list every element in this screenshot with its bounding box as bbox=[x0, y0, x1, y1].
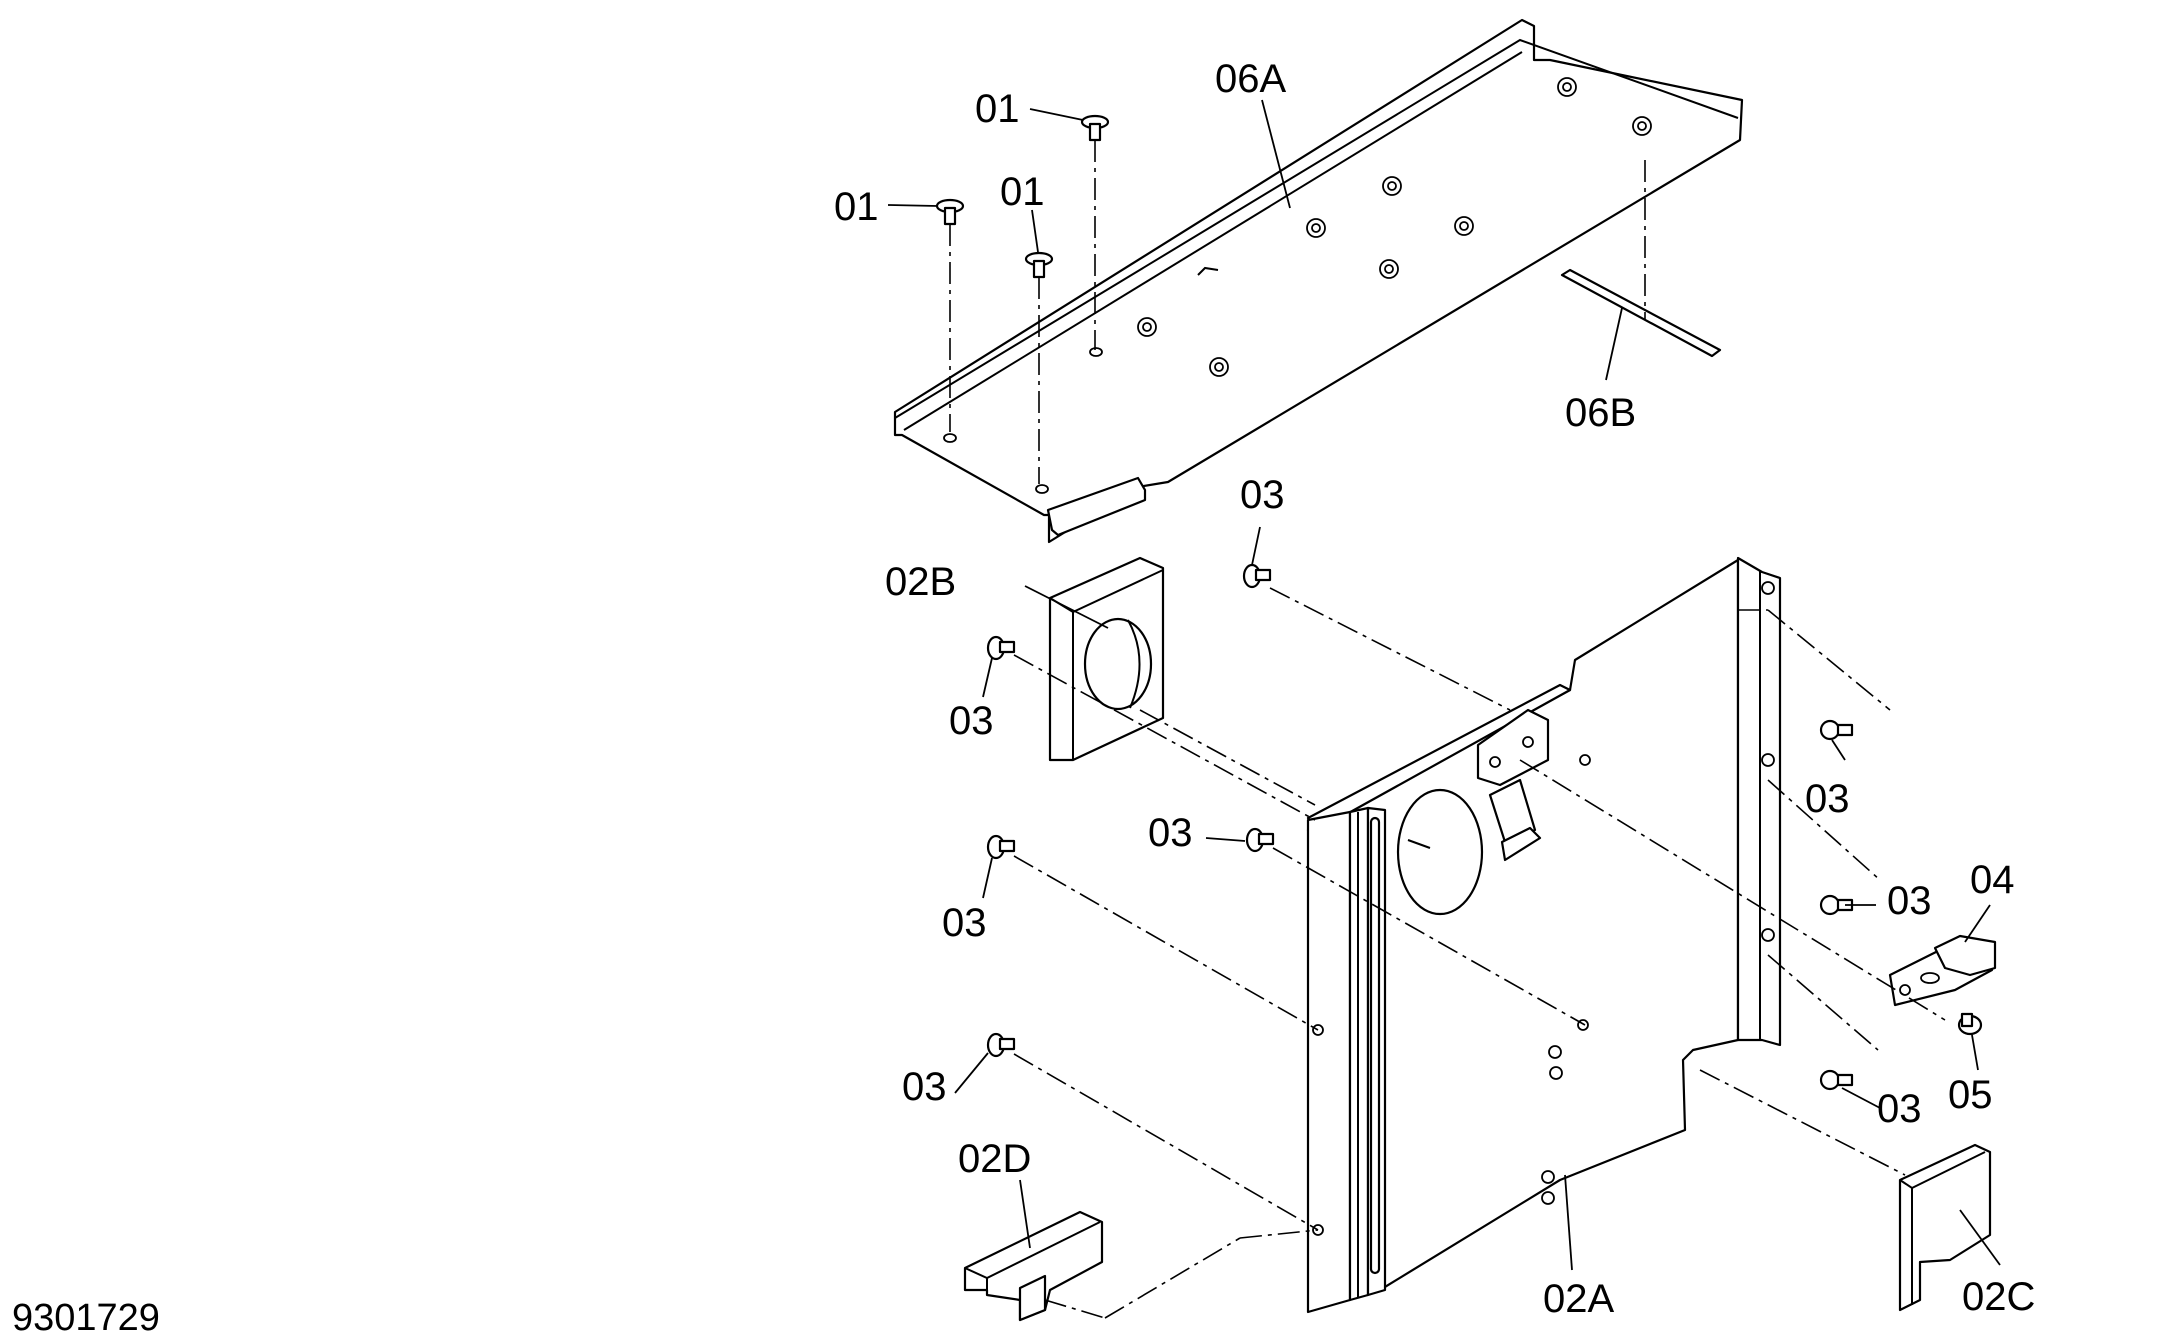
main-panel-02A bbox=[1306, 556, 1782, 1314]
bolt-03-left-a bbox=[986, 635, 1016, 661]
callout-02A: 02A bbox=[1543, 1277, 1614, 1321]
drawing-number: 9301729 bbox=[12, 1297, 160, 1339]
callout-03-right-a: 03 bbox=[1805, 777, 1850, 821]
bolt-03-left-b bbox=[986, 834, 1016, 860]
callout-06A: 06A bbox=[1215, 57, 1286, 101]
bracket-04 bbox=[1888, 934, 1997, 1007]
callout-02D: 02D bbox=[958, 1137, 1031, 1181]
callout-02B: 02B bbox=[885, 560, 956, 604]
bolt-03-right-a bbox=[1819, 719, 1854, 741]
top-cover-plate-06A bbox=[893, 18, 1744, 544]
assembly-lines bbox=[1013, 587, 1946, 1319]
gasket-strip-06B bbox=[1560, 268, 1722, 358]
callout-01-a: 01 bbox=[975, 87, 1020, 131]
bolts-03 bbox=[986, 563, 1854, 1091]
callout-02C: 02C bbox=[1962, 1275, 2035, 1319]
callout-04: 04 bbox=[1970, 858, 2015, 902]
bolt-01-a bbox=[1080, 114, 1110, 350]
screw-05 bbox=[1957, 1012, 1983, 1036]
callout-01-b: 01 bbox=[834, 185, 879, 229]
block-02D bbox=[963, 1210, 1104, 1322]
callout-03-top: 03 bbox=[1240, 473, 1285, 517]
callout-06B: 06B bbox=[1565, 391, 1636, 435]
bolt-03-mid bbox=[1245, 827, 1275, 853]
callout-05: 05 bbox=[1948, 1073, 1993, 1117]
callout-03-left-b: 03 bbox=[942, 901, 987, 945]
bolt-03-left-c bbox=[986, 1032, 1016, 1058]
bolt-01-c bbox=[1024, 251, 1054, 484]
l-block-02C bbox=[1898, 1143, 1992, 1312]
plate-nut-holes bbox=[943, 77, 1652, 494]
callout-03-right-c: 03 bbox=[1877, 1087, 1922, 1131]
gasket-block-02B bbox=[1048, 556, 1165, 762]
bolt-01-b bbox=[935, 198, 965, 432]
callout-03-left-a: 03 bbox=[949, 699, 994, 743]
callout-03-mid: 03 bbox=[1148, 811, 1193, 855]
leader-lines bbox=[887, 99, 2001, 1271]
bolt-03-right-c bbox=[1819, 1069, 1854, 1091]
bolt-03-top bbox=[1242, 563, 1272, 589]
callout-labels: 01 01 01 06A 06B 02B 03 03 03 03 03 03 0… bbox=[834, 57, 2035, 1321]
callout-03-left-c: 03 bbox=[902, 1065, 947, 1109]
callout-03-right-b: 03 bbox=[1887, 879, 1932, 923]
callout-01-c: 01 bbox=[1000, 170, 1045, 214]
